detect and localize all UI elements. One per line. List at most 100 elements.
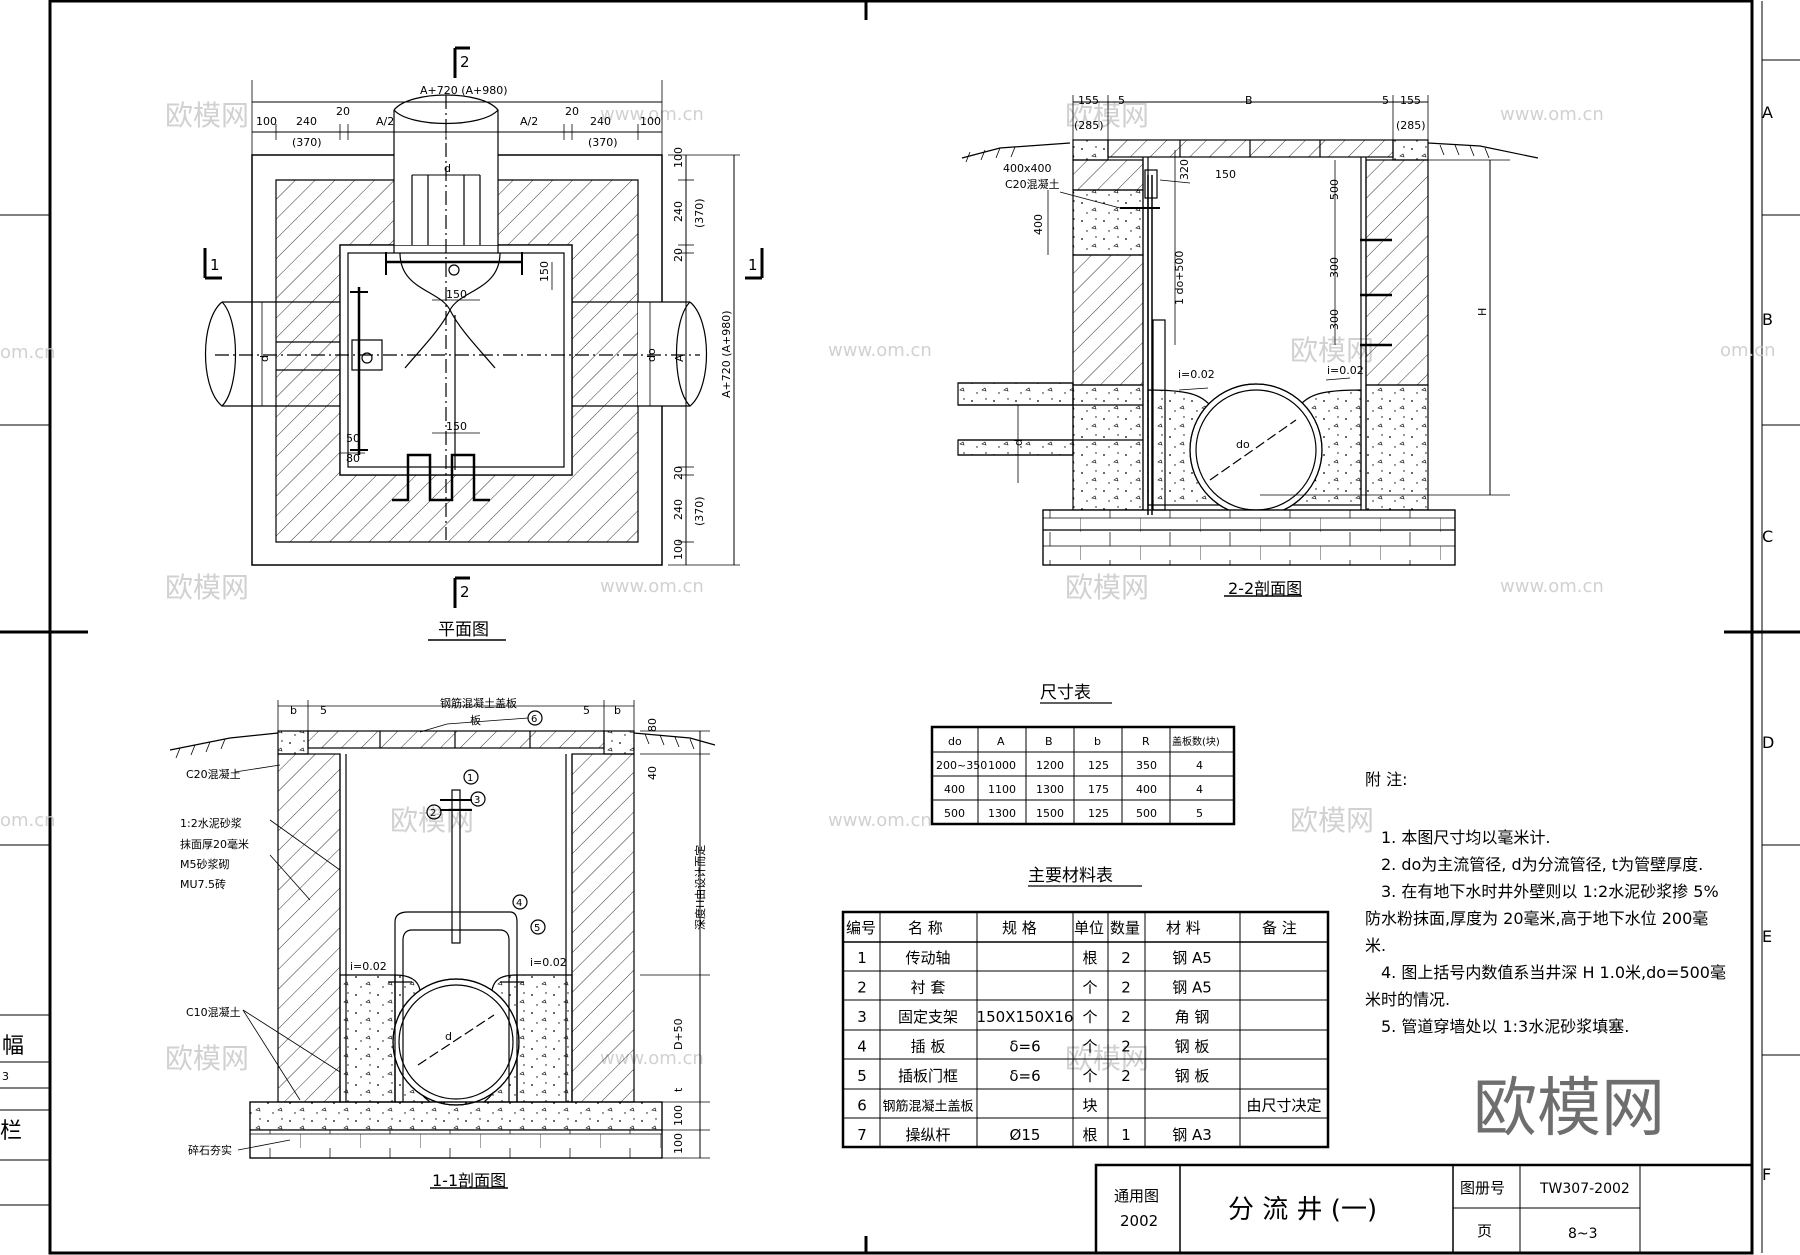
sec22-dim: 155 bbox=[1400, 94, 1421, 107]
materials-cell: 根 bbox=[1082, 1126, 1097, 1144]
size-cell: 500 bbox=[1136, 807, 1157, 820]
materials-cell: 操纵杆 bbox=[905, 1126, 950, 1144]
materials-header-cell: 备 注 bbox=[1262, 919, 1297, 937]
sec11-label-gravel: 碎石夯实 bbox=[188, 1143, 232, 1157]
main-pipe bbox=[204, 301, 708, 407]
strip-label-3: 栏 bbox=[0, 1119, 22, 1144]
size-cell: 175 bbox=[1088, 783, 1109, 796]
materials-cell: 个 bbox=[1082, 1067, 1097, 1085]
materials-cell: 根 bbox=[1082, 949, 1097, 967]
watermark-url: www.om.cn bbox=[1500, 104, 1604, 125]
title-block: 通用图 2002 分 流 井 (一) 图册号 TW307-2002 页 8~3 bbox=[1094, 1163, 1754, 1255]
plan-dim-right: (370) bbox=[693, 198, 706, 228]
size-cell: 200~350 bbox=[936, 759, 987, 772]
materials-cell: δ=6 bbox=[1009, 1038, 1040, 1056]
callout-6: 6 bbox=[531, 714, 537, 725]
note-line: 5. 管道穿墙处以 1:3水泥砂浆填塞. bbox=[1381, 1017, 1629, 1036]
materials-cell: 1 bbox=[857, 949, 867, 967]
sec22-dim-300: 300 bbox=[1328, 257, 1341, 278]
row-letter-c: C bbox=[1762, 527, 1773, 546]
materials-cell: 7 bbox=[857, 1126, 867, 1144]
row-letter-f: F bbox=[1762, 1165, 1771, 1184]
title-atlas-label: 图册号 bbox=[1460, 1179, 1505, 1197]
sec11-dim-5: 5 bbox=[583, 704, 590, 717]
callout-5: 5 bbox=[534, 923, 540, 934]
notes: 附 注: 1. 本图尺寸均以毫米计. 2. do为主流管径, d为分流管径, t… bbox=[1365, 770, 1726, 1036]
size-table-header-cell: do bbox=[948, 735, 962, 748]
sec22-dim: 5 bbox=[1118, 94, 1125, 107]
note-line: 米时的情况. bbox=[1365, 990, 1450, 1009]
materials-cell: 2 bbox=[1121, 1067, 1131, 1085]
materials-cell: 个 bbox=[1082, 1008, 1097, 1026]
plan-section-mark-1-left: 1 bbox=[210, 256, 220, 274]
size-cell: 5 bbox=[1196, 807, 1203, 820]
materials-cell: 块 bbox=[1082, 1097, 1097, 1115]
materials-cell: 钢 板 bbox=[1175, 1038, 1210, 1056]
size-table-header-cell: 盖板数(块) bbox=[1172, 735, 1220, 748]
materials-cell: 钢筋混凝土盖板 bbox=[882, 1099, 973, 1115]
size-table-row: 500 1300 1500 125 500 5 bbox=[944, 807, 1203, 820]
size-cell: 350 bbox=[1136, 759, 1157, 772]
size-cell: 1300 bbox=[1036, 783, 1064, 796]
watermark-url: www.om.cn bbox=[600, 104, 704, 125]
plan-label-d-left: d bbox=[258, 355, 271, 362]
materials-header-cell: 编号 bbox=[846, 919, 876, 937]
sec11-slope-left: i=0.02 bbox=[350, 960, 387, 973]
plan-dim: 100 bbox=[256, 115, 277, 128]
plan-dim: 240 bbox=[590, 115, 611, 128]
materials-cell: 钢 A3 bbox=[1172, 1126, 1212, 1144]
materials-header-cell: 单位 bbox=[1074, 919, 1104, 937]
section-2-2-labels: 155 (285) 5 B 5 155 (285) 400x400 C20混凝土… bbox=[1003, 94, 1489, 598]
plan-view bbox=[203, 46, 764, 641]
watermark: 欧模网 bbox=[165, 1042, 249, 1075]
plan-dim-150: 150 bbox=[446, 420, 467, 433]
plan-title: 平面图 bbox=[438, 620, 489, 640]
materials-cell: 个 bbox=[1082, 979, 1097, 997]
materials-cell: 1 bbox=[1121, 1126, 1131, 1144]
materials-cell: 2 bbox=[1121, 1008, 1131, 1026]
materials-cell: 3 bbox=[857, 1008, 867, 1026]
section-1-1 bbox=[169, 700, 716, 1189]
watermarks: 欧模网 www.om.cn 欧模网 www.om.cn om.cn 欧模网 ww… bbox=[0, 99, 1776, 1146]
row-letter-a: A bbox=[1762, 103, 1773, 122]
callout-1: 1 bbox=[467, 773, 473, 784]
sec11-dim-100: 100 bbox=[672, 1133, 685, 1154]
sec11-dim-80: 80 bbox=[646, 718, 659, 732]
plan-dim: A/2 bbox=[520, 115, 538, 128]
watermark-big: 欧模网 bbox=[1473, 1072, 1665, 1146]
sec11-dim-b: b bbox=[614, 704, 621, 717]
plan-label-d: d bbox=[444, 162, 451, 175]
sec22-slope-left: i=0.02 bbox=[1178, 368, 1215, 381]
sec11-label-mortar2: 抹面厚20毫米 bbox=[180, 837, 249, 851]
materials-cell: δ=6 bbox=[1009, 1067, 1040, 1085]
callout-3: 3 bbox=[474, 795, 480, 806]
size-table-row: 400 1100 1300 175 400 4 bbox=[944, 783, 1203, 796]
plan-dim-right: 100 bbox=[672, 147, 685, 168]
materials-cell: 2 bbox=[857, 979, 867, 997]
plan-dim-right: (370) bbox=[693, 496, 706, 526]
size-table-row: 200~350 1000 1200 125 350 4 bbox=[936, 759, 1203, 772]
size-cell: 1100 bbox=[988, 783, 1016, 796]
size-cell: 4 bbox=[1196, 759, 1203, 772]
strip-label-1: 幅 bbox=[2, 1034, 24, 1059]
plan-dim-overall: A+720 (A+980) bbox=[420, 84, 508, 97]
materials-cell: 插 板 bbox=[911, 1038, 946, 1056]
materials-header-cell: 数量 bbox=[1110, 919, 1140, 937]
watermark-url: om.cn bbox=[0, 342, 56, 363]
plan-dim: 240 bbox=[296, 115, 317, 128]
title-general-label: 通用图 bbox=[1114, 1187, 1159, 1205]
sec11-slope-right: i=0.02 bbox=[530, 956, 567, 969]
size-cell: 1500 bbox=[1036, 807, 1064, 820]
sec22-dim-do500: 1 do+500 bbox=[1173, 251, 1186, 305]
note-line: 1. 本图尺寸均以毫米计. bbox=[1381, 828, 1550, 847]
sec22-dim-320: 320 bbox=[1178, 159, 1191, 180]
materials-cell: 传动轴 bbox=[905, 949, 950, 967]
plan-dim-right-overall: A+720 (A+980) bbox=[720, 310, 733, 398]
size-cell: 400 bbox=[944, 783, 965, 796]
materials-cell: 角 钢 bbox=[1175, 1008, 1210, 1026]
sec11-dim-5: 5 bbox=[320, 704, 327, 717]
materials-header-cell: 名 称 bbox=[908, 919, 943, 937]
